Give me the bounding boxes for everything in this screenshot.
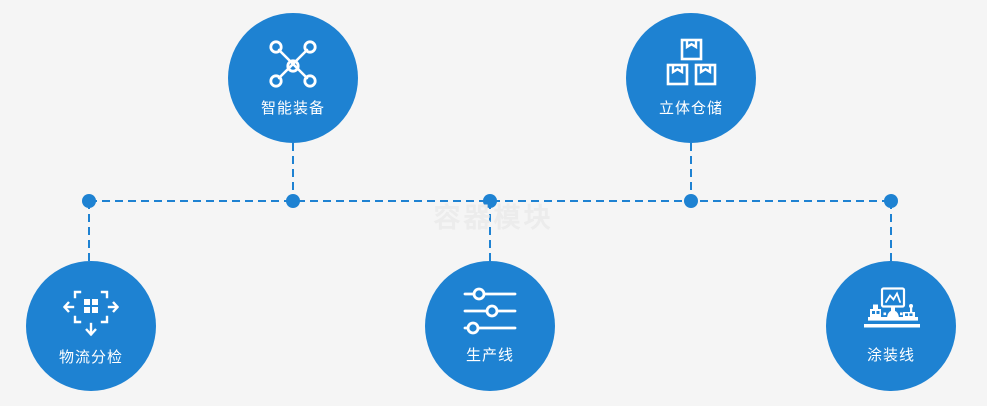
node-label: 涂装线 bbox=[866, 346, 915, 364]
node-label: 生产线 bbox=[465, 346, 514, 364]
node-painting-line[interactable]: 涂装线 bbox=[826, 261, 956, 391]
connector-dot-3[interactable] bbox=[684, 194, 698, 208]
node-production-line[interactable]: 生产线 bbox=[425, 261, 555, 391]
sliders-icon bbox=[462, 287, 518, 335]
node-label: 物流分检 bbox=[58, 348, 123, 366]
node-label: 立体仓储 bbox=[658, 99, 723, 117]
node-stereoscopic-warehouse[interactable]: 立体仓储 bbox=[626, 13, 756, 143]
node-label: 智能装备 bbox=[260, 99, 325, 117]
stacked-boxes-icon bbox=[665, 38, 717, 88]
industrial-machine-monitor-icon bbox=[860, 287, 922, 335]
connector-dot-4[interactable] bbox=[884, 194, 898, 208]
network-nodes-icon bbox=[267, 38, 319, 88]
connector-dot-1[interactable] bbox=[286, 194, 300, 208]
connector-dot-2[interactable] bbox=[483, 194, 497, 208]
connector-dot-0[interactable] bbox=[82, 194, 96, 208]
node-intelligent-equipment[interactable]: 智能装备 bbox=[228, 13, 358, 143]
sorting-grid-arrows-icon bbox=[63, 285, 119, 337]
node-logistics-sorting[interactable]: 物流分检 bbox=[26, 261, 156, 391]
